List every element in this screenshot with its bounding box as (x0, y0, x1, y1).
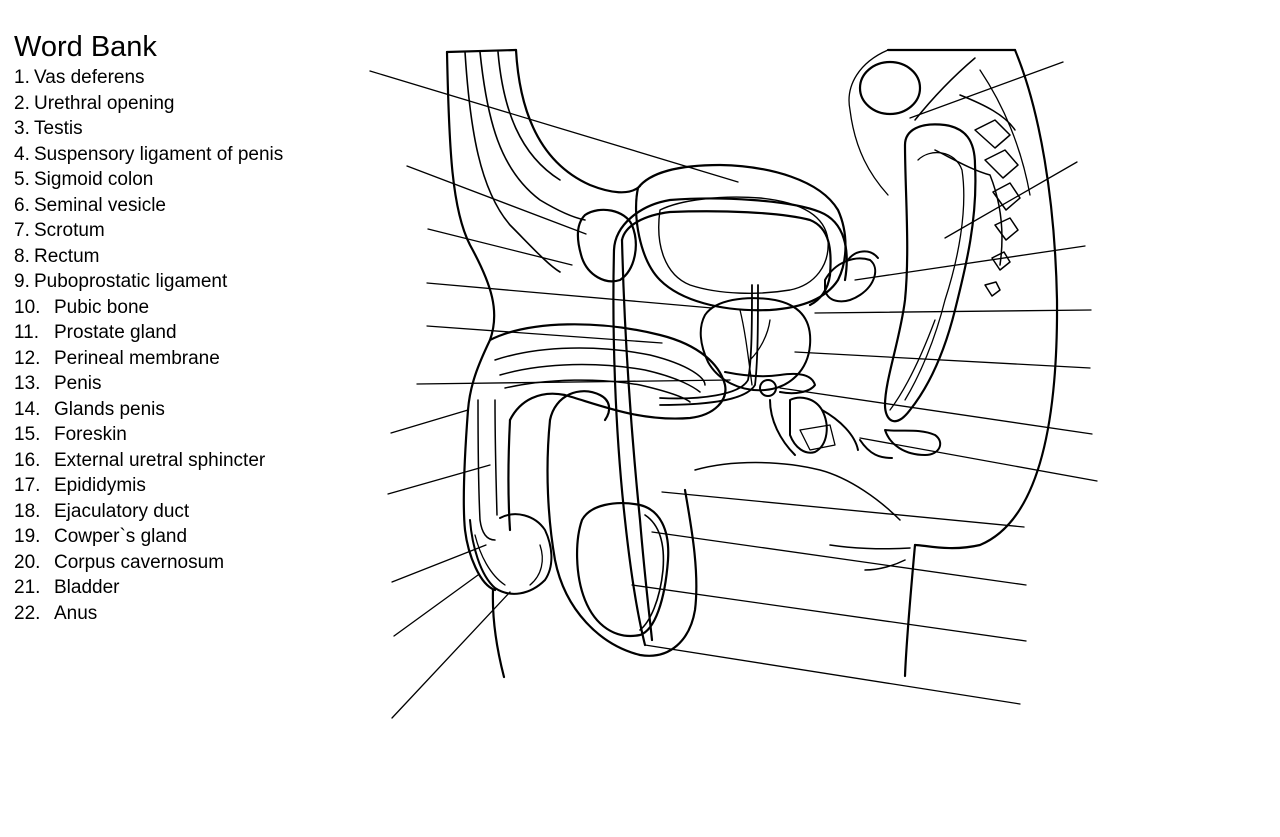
sigmoid-colon (848, 49, 922, 196)
word-bank-item: 3.Testis (14, 116, 354, 142)
word-bank-item-number: 11. (14, 322, 40, 343)
word-bank-item-number: 15. (14, 424, 41, 445)
bladder (635, 163, 847, 312)
vas-deferens (612, 197, 848, 647)
word-bank-item-label: Foreskin (54, 424, 127, 445)
word-bank-item: 21. Bladder (14, 575, 354, 601)
word-bank-item-label: Seminal vesicle (34, 194, 166, 216)
word-bank-item: 5.Sigmoid colon (14, 167, 354, 193)
leader-lines-left (369, 70, 739, 719)
word-bank-item: 7.Scrotum (14, 218, 354, 244)
word-bank-item-label: External uretral sphincter (54, 449, 266, 471)
word-bank-item-label: Corpus cavernosum (54, 551, 225, 573)
word-bank-item-number: 7. (14, 220, 30, 241)
word-bank-item-label: Puboprostatic ligament (34, 271, 228, 292)
word-bank-item: 11. Prostate gland (14, 320, 354, 346)
perineum-lines (694, 461, 911, 571)
word-bank-item: 9.Puboprostatic ligament (14, 269, 354, 295)
anus (859, 429, 942, 459)
word-bank-item-number: 5. (14, 169, 30, 190)
word-bank-item-label: Pubic bone (54, 296, 150, 318)
perineal-structures (769, 396, 859, 456)
corpus-cavernosum (477, 347, 706, 541)
word-bank-item-number: 6. (14, 194, 30, 216)
word-bank-item: 20. Corpus cavernosum (14, 550, 354, 576)
word-bank-item: 12. Perineal membrane (14, 346, 354, 372)
word-bank-item-label: Epididymis (54, 475, 146, 496)
seminal-vesicle (824, 250, 879, 303)
word-bank-item-label: Ejaculatory duct (54, 500, 190, 522)
word-bank-item: 13. Penis (14, 371, 354, 397)
word-bank-item-number: 18. (14, 500, 41, 522)
word-bank-item-number: 3. (14, 118, 30, 139)
word-bank-item: 10. Pubic bone (14, 295, 354, 321)
word-bank-item-number: 9. (14, 271, 30, 292)
word-bank-item-number: 17. (14, 475, 41, 496)
word-bank-item: 8.Rectum (14, 244, 354, 270)
word-bank-item-number: 10. (14, 296, 41, 318)
word-bank-item-label: Vas deferens (34, 67, 145, 88)
urethra (659, 284, 759, 406)
word-bank-item: 4.Suspensory ligament of penis (14, 142, 354, 168)
word-bank-item-label: Scrotum (34, 220, 105, 241)
testis (576, 502, 670, 638)
word-bank-item-number: 8. (14, 245, 30, 267)
rectum (883, 123, 977, 423)
word-bank-item: 22. Anus (14, 601, 354, 627)
abdominal-wall-layers (464, 51, 586, 273)
word-bank-item-label: Cowper`s gland (54, 526, 188, 547)
word-bank-item-label: Glands penis (54, 398, 165, 420)
word-bank-item-label: Prostate gland (54, 322, 177, 343)
word-bank-item: 16. External uretral sphincter (14, 448, 354, 474)
word-bank-item: 15. Foreskin (14, 422, 354, 448)
epididymis (639, 514, 665, 631)
word-bank-item: 19. Cowper`s gland (14, 524, 354, 550)
word-bank-item-number: 2. (14, 92, 30, 114)
sacrum-spine (914, 57, 1031, 297)
word-bank-item-label: Penis (54, 373, 102, 394)
word-bank-item: 1.Vas deferens (14, 65, 354, 91)
word-bank-item: 14. Glands penis (14, 397, 354, 423)
word-bank-item-number: 19. (14, 526, 41, 547)
glans-penis (469, 513, 553, 595)
word-bank-item-label: Sigmoid colon (34, 169, 154, 190)
word-bank-item-number: 21. (14, 577, 41, 598)
word-bank-item: 18. Ejaculatory duct (14, 499, 354, 525)
body-outline (445, 48, 1059, 679)
word-bank-item-number: 4. (14, 143, 30, 165)
word-bank-item: 2.Urethral opening (14, 91, 354, 117)
word-bank-item-number: 22. (14, 602, 41, 624)
word-bank-item-number: 12. (14, 347, 41, 369)
scrotum (546, 390, 698, 657)
word-bank-item-number: 16. (14, 449, 41, 471)
word-bank-item-label: Rectum (34, 245, 100, 267)
cowpers-gland (724, 371, 816, 397)
word-bank-item-number: 14. (14, 398, 41, 420)
word-bank-item-label: Bladder (54, 577, 120, 598)
pubic-bone (576, 208, 637, 283)
word-bank-item-label: Anus (54, 602, 98, 624)
word-bank-item-number: 1. (14, 67, 30, 88)
word-bank-item: 6.Seminal vesicle (14, 193, 354, 219)
word-bank-item-number: 13. (14, 373, 41, 394)
penis (462, 323, 727, 592)
word-bank-item: 17. Epididymis (14, 473, 354, 499)
word-bank-item-label: Suspensory ligament of penis (34, 143, 284, 165)
leader-lines-right (631, 61, 1098, 705)
word-bank-item-label: Perineal membrane (54, 347, 220, 369)
word-bank-item-label: Testis (34, 118, 83, 139)
word-bank-title: Word Bank (14, 31, 157, 63)
word-bank-item-number: 20. (14, 551, 41, 573)
word-bank-item-label: Urethral opening (34, 92, 175, 114)
